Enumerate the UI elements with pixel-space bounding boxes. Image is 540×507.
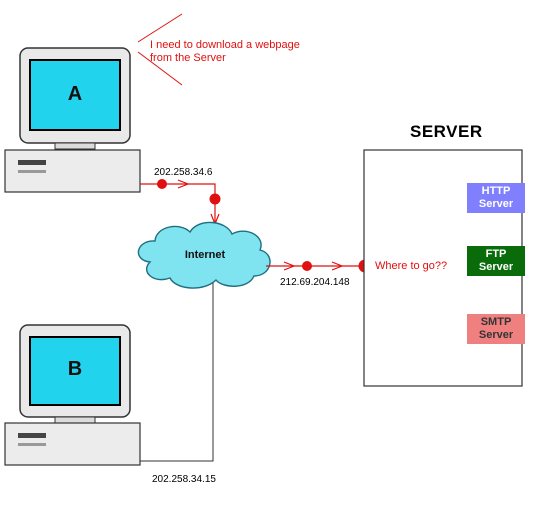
ftp-server-line2: Server: [478, 261, 514, 273]
ip-server-label: 212.69.204.148: [280, 277, 350, 288]
internet-label: Internet: [184, 249, 226, 261]
screen-b: [29, 336, 121, 406]
monitor-b: [19, 324, 131, 424]
ip-b-label: 202.258.34.15: [152, 474, 216, 485]
arrow-s1: [283, 261, 296, 271]
tower-b: [4, 422, 141, 466]
speech-lines: [137, 13, 183, 86]
screen-a: [29, 59, 121, 131]
http-server-box: HTTP Server: [467, 183, 525, 213]
smtp-server-box: SMTP Server: [467, 314, 525, 344]
smtp-server-line1: SMTP: [480, 316, 512, 328]
arrow-a-right: [177, 179, 190, 189]
server-title: SERVER: [410, 122, 483, 141]
ip-a-label: 202.258.34.6: [154, 167, 213, 178]
smtp-server-line2: Server: [478, 329, 514, 341]
computer-a: [4, 47, 141, 193]
drive-slot-a: [18, 160, 46, 165]
monitor-a: [19, 47, 131, 150]
drive-slot-b: [18, 433, 46, 438]
speech-line-bottom: [137, 51, 183, 86]
arrow-s2: [331, 261, 344, 271]
connection-internet-server: [266, 261, 364, 271]
computer-b-label: B: [67, 358, 83, 380]
speech-text-line1: I need to download a webpage: [150, 39, 300, 51]
connection-b-internet: [140, 282, 214, 462]
connection-a-internet: [140, 179, 220, 226]
ftp-server-line1: FTP: [485, 248, 507, 260]
http-server-line2: Server: [478, 198, 514, 210]
internet-cloud: [137, 221, 271, 289]
connector-dot-a2: [209, 193, 221, 205]
ftp-server-box: FTP Server: [467, 246, 525, 276]
speech-text-line2: from the Server: [150, 52, 226, 64]
computer-a-label: A: [67, 83, 83, 105]
connector-dot-a: [157, 179, 167, 189]
drive-slot-a2: [18, 170, 46, 173]
computer-b: [4, 324, 141, 466]
tower-a: [4, 149, 141, 193]
where-to-go-label: Where to go??: [375, 260, 448, 272]
drive-slot-b2: [18, 443, 46, 446]
connector-dot-s1: [302, 261, 312, 271]
http-server-line1: HTTP: [481, 185, 511, 197]
speech-line-top: [137, 13, 183, 43]
